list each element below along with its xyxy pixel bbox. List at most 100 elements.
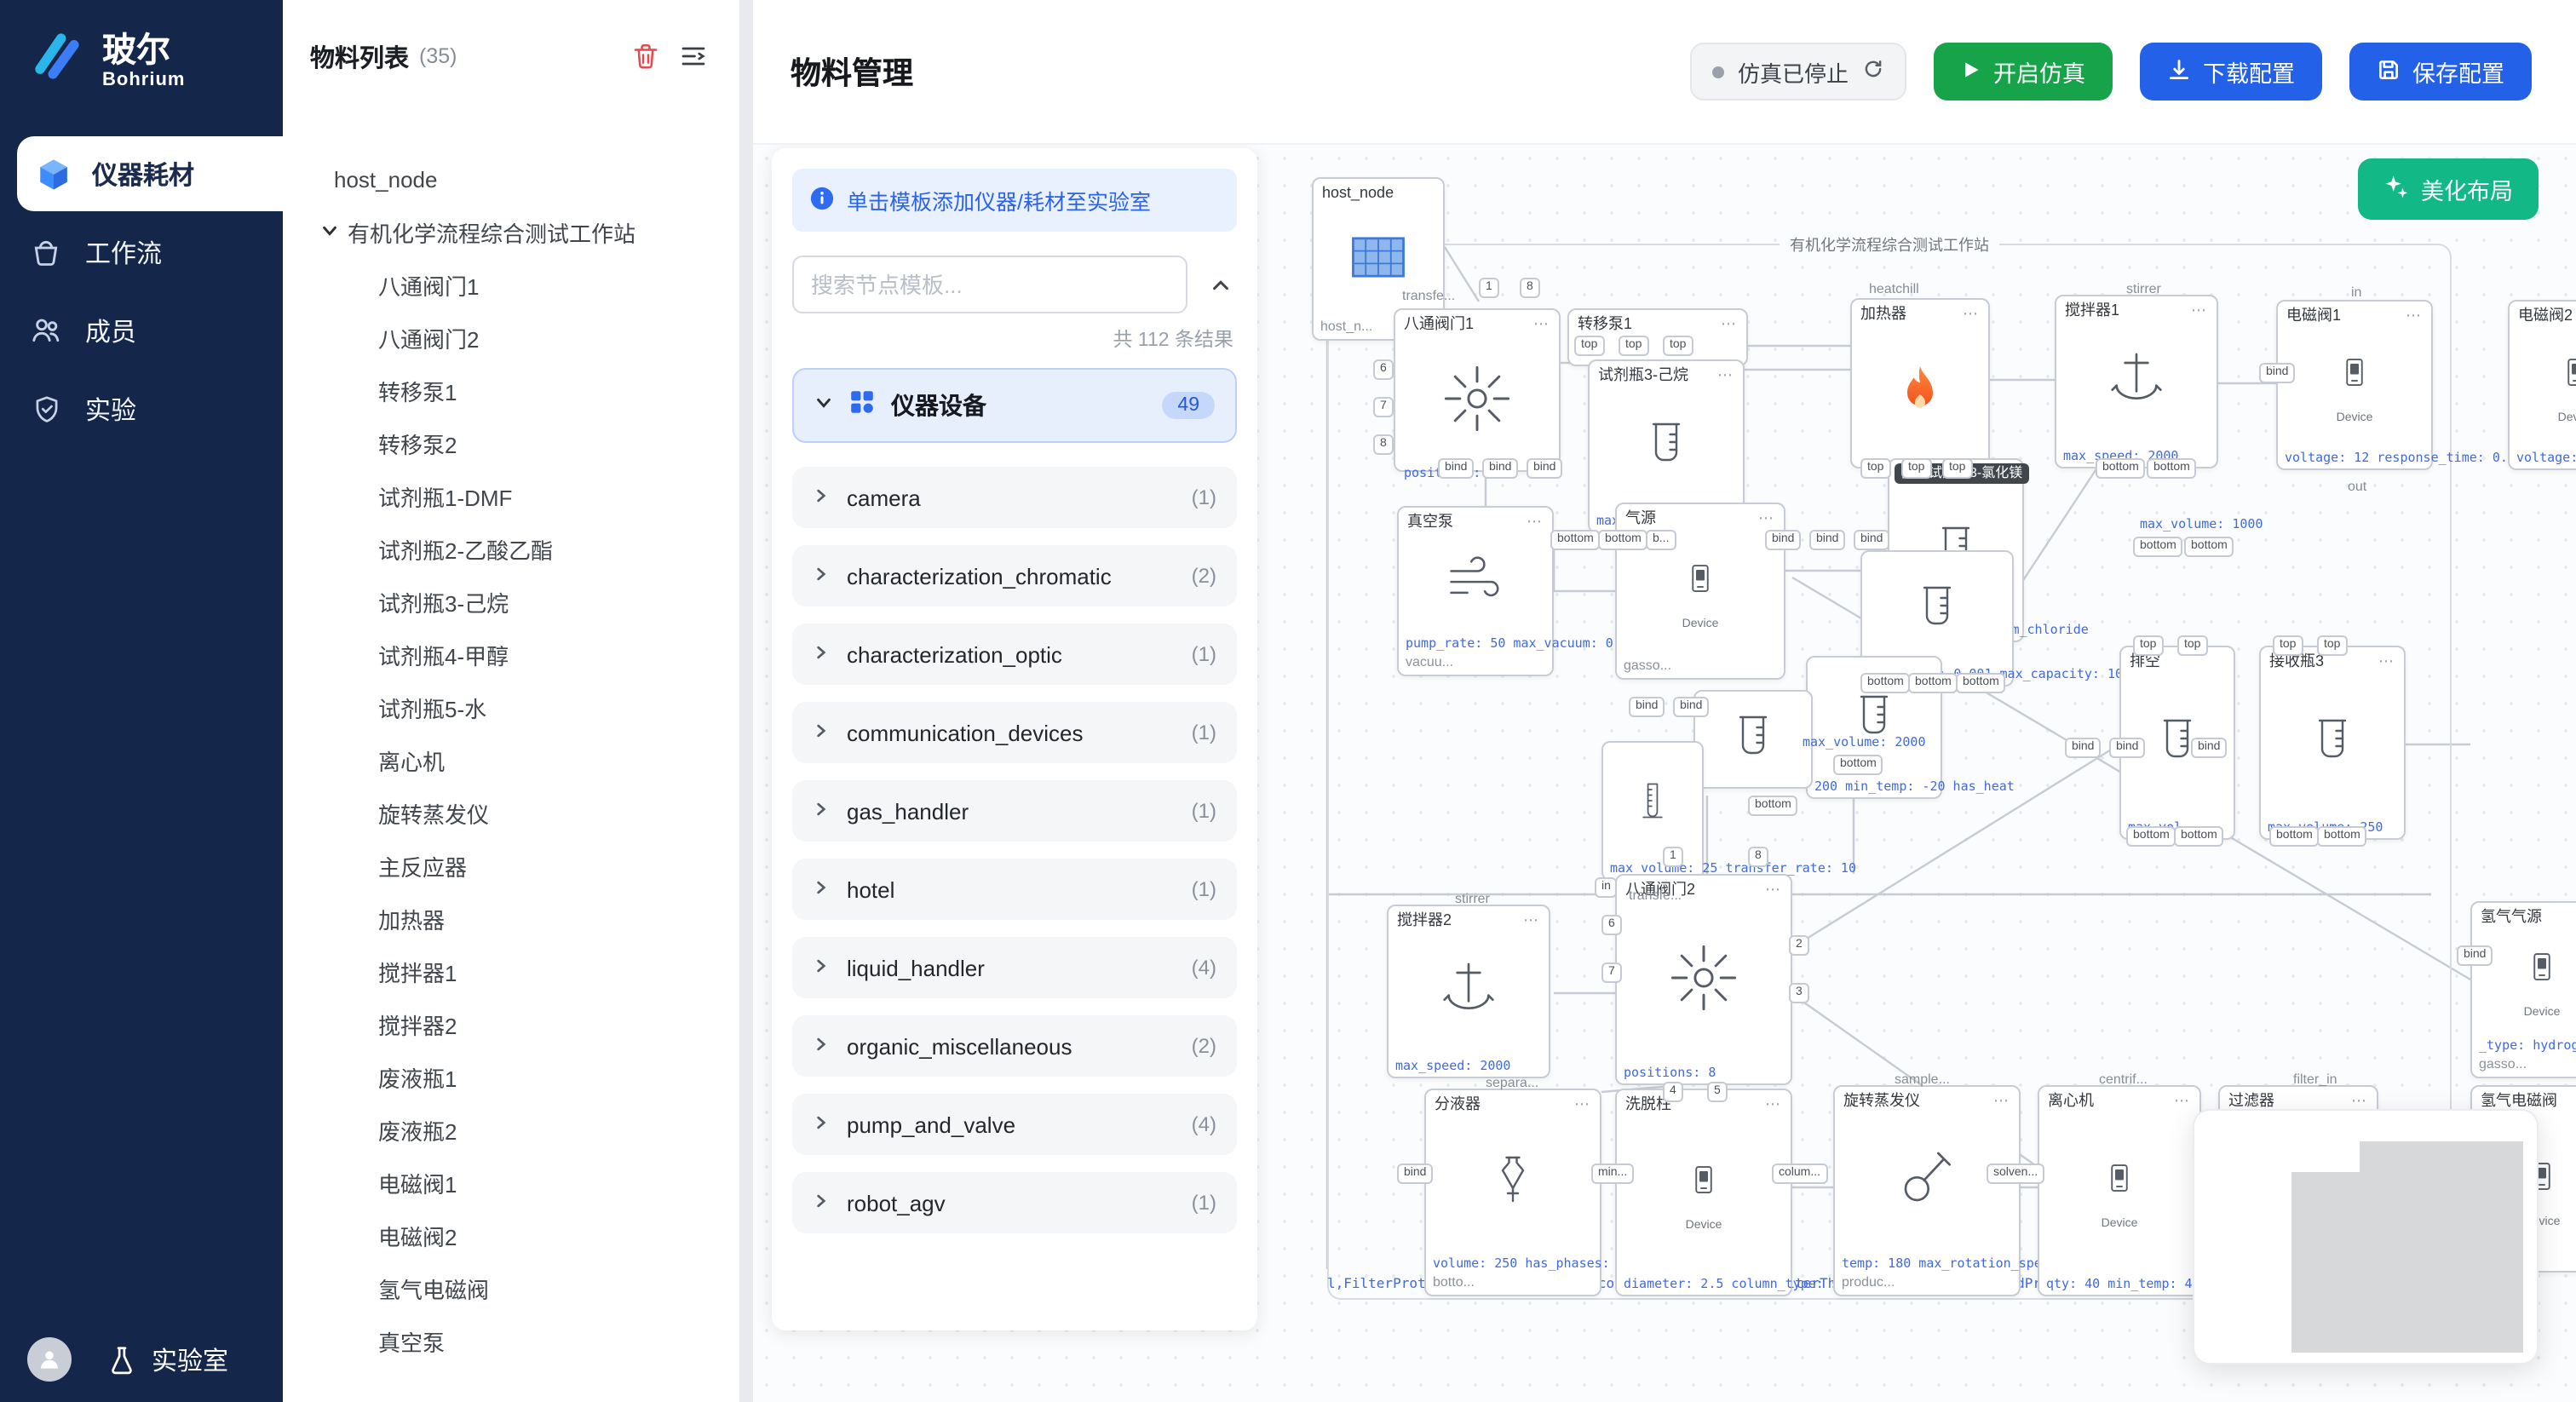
port-chip[interactable]: bind	[1482, 458, 1518, 479]
collapse-list-icon[interactable]	[675, 37, 712, 75]
port-chip[interactable]: 6	[1373, 359, 1394, 380]
chevron-down-icon[interactable]	[320, 220, 339, 245]
node-menu-icon[interactable]: ⋯	[1527, 513, 1544, 532]
category-communication_devices[interactable]: communication_devices(1)	[792, 702, 1237, 763]
port-chip[interactable]: b...	[1646, 530, 1676, 550]
category-characterization_optic[interactable]: characterization_optic(1)	[792, 623, 1237, 685]
tree-item[interactable]: 主反应器	[283, 840, 739, 893]
node-menu-icon[interactable]: ⋯	[2406, 307, 2423, 326]
port-chip[interactable]: top	[2177, 635, 2207, 656]
download-config-button[interactable]: 下载配置	[2140, 43, 2322, 101]
tree-group-workstation[interactable]: 有机化学流程综合测试工作站	[283, 206, 739, 259]
port-chip[interactable]: bind	[1629, 697, 1665, 717]
port-chip[interactable]: bottom	[2126, 826, 2176, 847]
port-chip[interactable]: in	[1595, 877, 1618, 898]
tree-item[interactable]: 转移泵1	[283, 365, 739, 417]
category-hotel[interactable]: hotel(1)	[792, 859, 1237, 920]
tree-item[interactable]: 离心机	[283, 734, 739, 787]
port-chip[interactable]: top	[2133, 635, 2163, 656]
tree-root-host-node[interactable]: host_node	[283, 153, 739, 206]
node-menu-icon[interactable]: ⋯	[1717, 366, 1734, 386]
refresh-icon[interactable]	[1862, 58, 1884, 85]
port-chip[interactable]: bind	[1809, 530, 1845, 550]
lab-link[interactable]: 实验室	[106, 1342, 228, 1377]
avatar[interactable]	[27, 1337, 72, 1382]
port-chip[interactable]: top	[1574, 336, 1604, 356]
category-characterization_chromatic[interactable]: characterization_chromatic(2)	[792, 545, 1237, 606]
port-chip[interactable]: bottom	[1908, 673, 1958, 693]
node-洗脱柱[interactable]: 洗脱柱⋯Devicediameter: 2.5 column_type: si	[1615, 1089, 1792, 1296]
port-chip[interactable]: bottom	[2184, 537, 2234, 557]
tree-item[interactable]: 试剂瓶3-己烷	[283, 576, 739, 629]
port-chip[interactable]: top	[1942, 458, 1972, 479]
port-chip[interactable]: colum...	[1772, 1164, 1827, 1184]
tree-item[interactable]: 八通阀门2	[283, 312, 739, 365]
node-menu-icon[interactable]: ⋯	[1963, 305, 1980, 325]
sidebar-item-instruments[interactable]: 仪器耗材	[17, 136, 283, 211]
port-chip[interactable]: bottom	[1598, 530, 1648, 550]
tree-item[interactable]: 氢气电磁阀	[283, 1262, 739, 1315]
port-chip[interactable]: 8	[1748, 847, 1768, 867]
category-liquid_handler[interactable]: liquid_handler(4)	[792, 937, 1237, 998]
category-pump_and_valve[interactable]: pump_and_valve(4)	[792, 1094, 1237, 1155]
category-robot_agv[interactable]: robot_agv(1)	[792, 1172, 1237, 1233]
tree-item[interactable]: 废液瓶2	[283, 1104, 739, 1157]
tree-item[interactable]: 八通阀门1	[283, 259, 739, 312]
node-电磁阀1[interactable]: 电磁阀1⋯Devicevoltage: 12 response_time: 0.…	[2276, 300, 2433, 470]
port-chip[interactable]: 7	[1373, 397, 1394, 417]
collapse-panel-icon[interactable]	[1203, 267, 1237, 302]
sim-status[interactable]: 仿真已停止	[1690, 43, 1906, 101]
port-chip[interactable]: top	[2317, 635, 2347, 656]
node-加热器[interactable]: 加热器⋯	[1850, 298, 1990, 468]
brand[interactable]: 玻尔 Bohrium	[0, 0, 283, 124]
node-八通阀门1[interactable]: 八通阀门1⋯	[1394, 308, 1561, 472]
node-离心机[interactable]: 离心机⋯Deviceqty: 40 min_temp: 4 max_spe	[2038, 1085, 2201, 1296]
node-menu-icon[interactable]: ⋯	[1533, 315, 1550, 335]
node-menu-icon[interactable]: ⋯	[1574, 1095, 1591, 1115]
tree-item[interactable]: 试剂瓶2-乙酸乙酯	[283, 523, 739, 576]
node-旋转蒸发仪[interactable]: 旋转蒸发仪⋯temp: 180 max_rotation_speedproduc…	[1833, 1085, 2021, 1296]
node-untitled[interactable]	[1693, 690, 1813, 789]
tree-item[interactable]: 转移泵2	[283, 417, 739, 470]
category-group-equipment[interactable]: 仪器设备 49	[792, 368, 1237, 443]
tree-item[interactable]: 加热器	[283, 893, 739, 945]
node-menu-icon[interactable]: ⋯	[1523, 911, 1540, 931]
port-chip[interactable]: bottom	[1550, 530, 1601, 550]
search-templates-input[interactable]	[792, 256, 1187, 313]
port-chip[interactable]: bind	[2259, 363, 2295, 383]
port-chip[interactable]: top	[2273, 635, 2303, 656]
port-chip[interactable]: top	[1901, 458, 1931, 479]
tree-item[interactable]: 试剂瓶4-甲醇	[283, 629, 739, 681]
port-chip[interactable]: bind	[1397, 1164, 1433, 1184]
port-chip[interactable]: bottom	[1748, 796, 1798, 816]
node-menu-icon[interactable]: ⋯	[1765, 1095, 1782, 1115]
port-chip[interactable]: bind	[2065, 738, 2101, 758]
tree-item[interactable]: 搅拌器1	[283, 945, 739, 998]
port-chip[interactable]: solven...	[1987, 1164, 2044, 1184]
port-chip[interactable]: bottom	[2174, 826, 2224, 847]
save-config-button[interactable]: 保存配置	[2349, 43, 2532, 101]
port-chip[interactable]: bottom	[2096, 458, 2146, 479]
port-chip[interactable]: bind	[1673, 697, 1709, 717]
port-chip[interactable]: bottom	[2147, 458, 2197, 479]
port-chip[interactable]: top	[1663, 336, 1693, 356]
tree-item[interactable]: 旋转蒸发仪	[283, 787, 739, 840]
port-chip[interactable]: bind	[1527, 458, 1562, 479]
port-chip[interactable]: bottom	[1833, 755, 1883, 775]
port-chip[interactable]: bottom	[1956, 673, 2006, 693]
port-chip[interactable]: bottom	[2269, 826, 2320, 847]
port-chip[interactable]: bottom	[1860, 673, 1911, 693]
tree-item[interactable]: 试剂瓶1-DMF	[283, 470, 739, 523]
port-chip[interactable]: bind	[1438, 458, 1474, 479]
port-chip[interactable]: 8	[1520, 278, 1540, 298]
port-chip[interactable]: bind	[2109, 738, 2145, 758]
port-chip[interactable]: 3	[1789, 983, 1809, 1003]
port-chip[interactable]: 1	[1663, 847, 1683, 867]
beautify-layout-button[interactable]: 美化布局	[2358, 158, 2539, 220]
sidebar-item-workflow[interactable]: 工作流	[0, 215, 283, 290]
node-接收瓶3[interactable]: 接收瓶3⋯max_volume: 250	[2259, 646, 2406, 840]
node-搅拌器1[interactable]: 搅拌器1⋯max_speed: 2000	[2055, 295, 2218, 468]
node-menu-icon[interactable]: ⋯	[1758, 509, 1775, 529]
port-chip[interactable]: bind	[2457, 945, 2493, 966]
port-chip[interactable]: bind	[1854, 530, 1889, 550]
